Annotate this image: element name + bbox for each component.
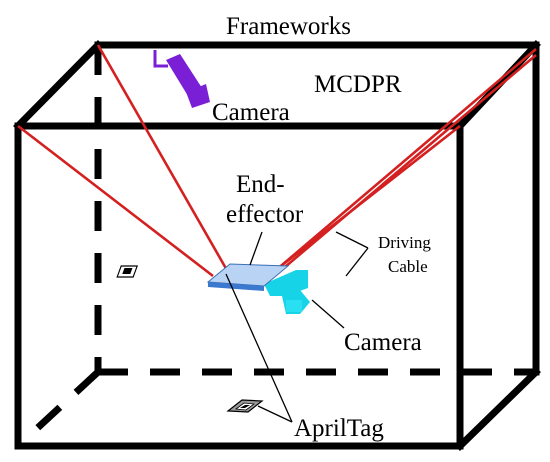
camera-bottom-icon — [264, 270, 310, 314]
pointer-camera-bottom — [311, 299, 345, 329]
pointer-apriltag-end-effector — [225, 273, 293, 423]
label-camera-top: Camera — [212, 99, 290, 126]
cable-back-left — [96, 44, 230, 273]
cable-front-left — [17, 124, 214, 278]
label-apriltag: AprilTag — [294, 415, 384, 442]
pointer-driving-cable-2 — [345, 247, 369, 277]
label-frameworks: Frameworks — [226, 13, 351, 40]
frame-top-left-diagonal — [13, 40, 103, 131]
label-pointers — [225, 231, 369, 423]
frame-hidden-bottom-diagonal — [15, 369, 101, 449]
label-mcdpr: MCDPR — [314, 71, 402, 98]
frame-bottom-right-diagonal — [455, 367, 541, 451]
pointer-end-effector — [249, 231, 263, 266]
cable-back-right-1 — [261, 48, 537, 283]
label-end-effector-line2: effector — [226, 201, 304, 228]
camera-top-icon — [153, 50, 210, 108]
label-driving-cable-line2: Cable — [388, 257, 428, 276]
end-effector-plate — [116, 263, 290, 291]
label-driving-cable-line1: Driving — [378, 233, 431, 252]
framework-structure — [13, 40, 541, 451]
pointer-apriltag-floor — [257, 405, 293, 423]
driving-cables — [17, 44, 537, 286]
label-camera-bottom: Camera — [344, 329, 422, 356]
cable-back-right-2 — [265, 54, 537, 284]
apriltag-marker — [226, 399, 264, 413]
label-end-effector-line1: End- — [236, 171, 285, 198]
pointer-driving-cable-1 — [335, 231, 369, 249]
